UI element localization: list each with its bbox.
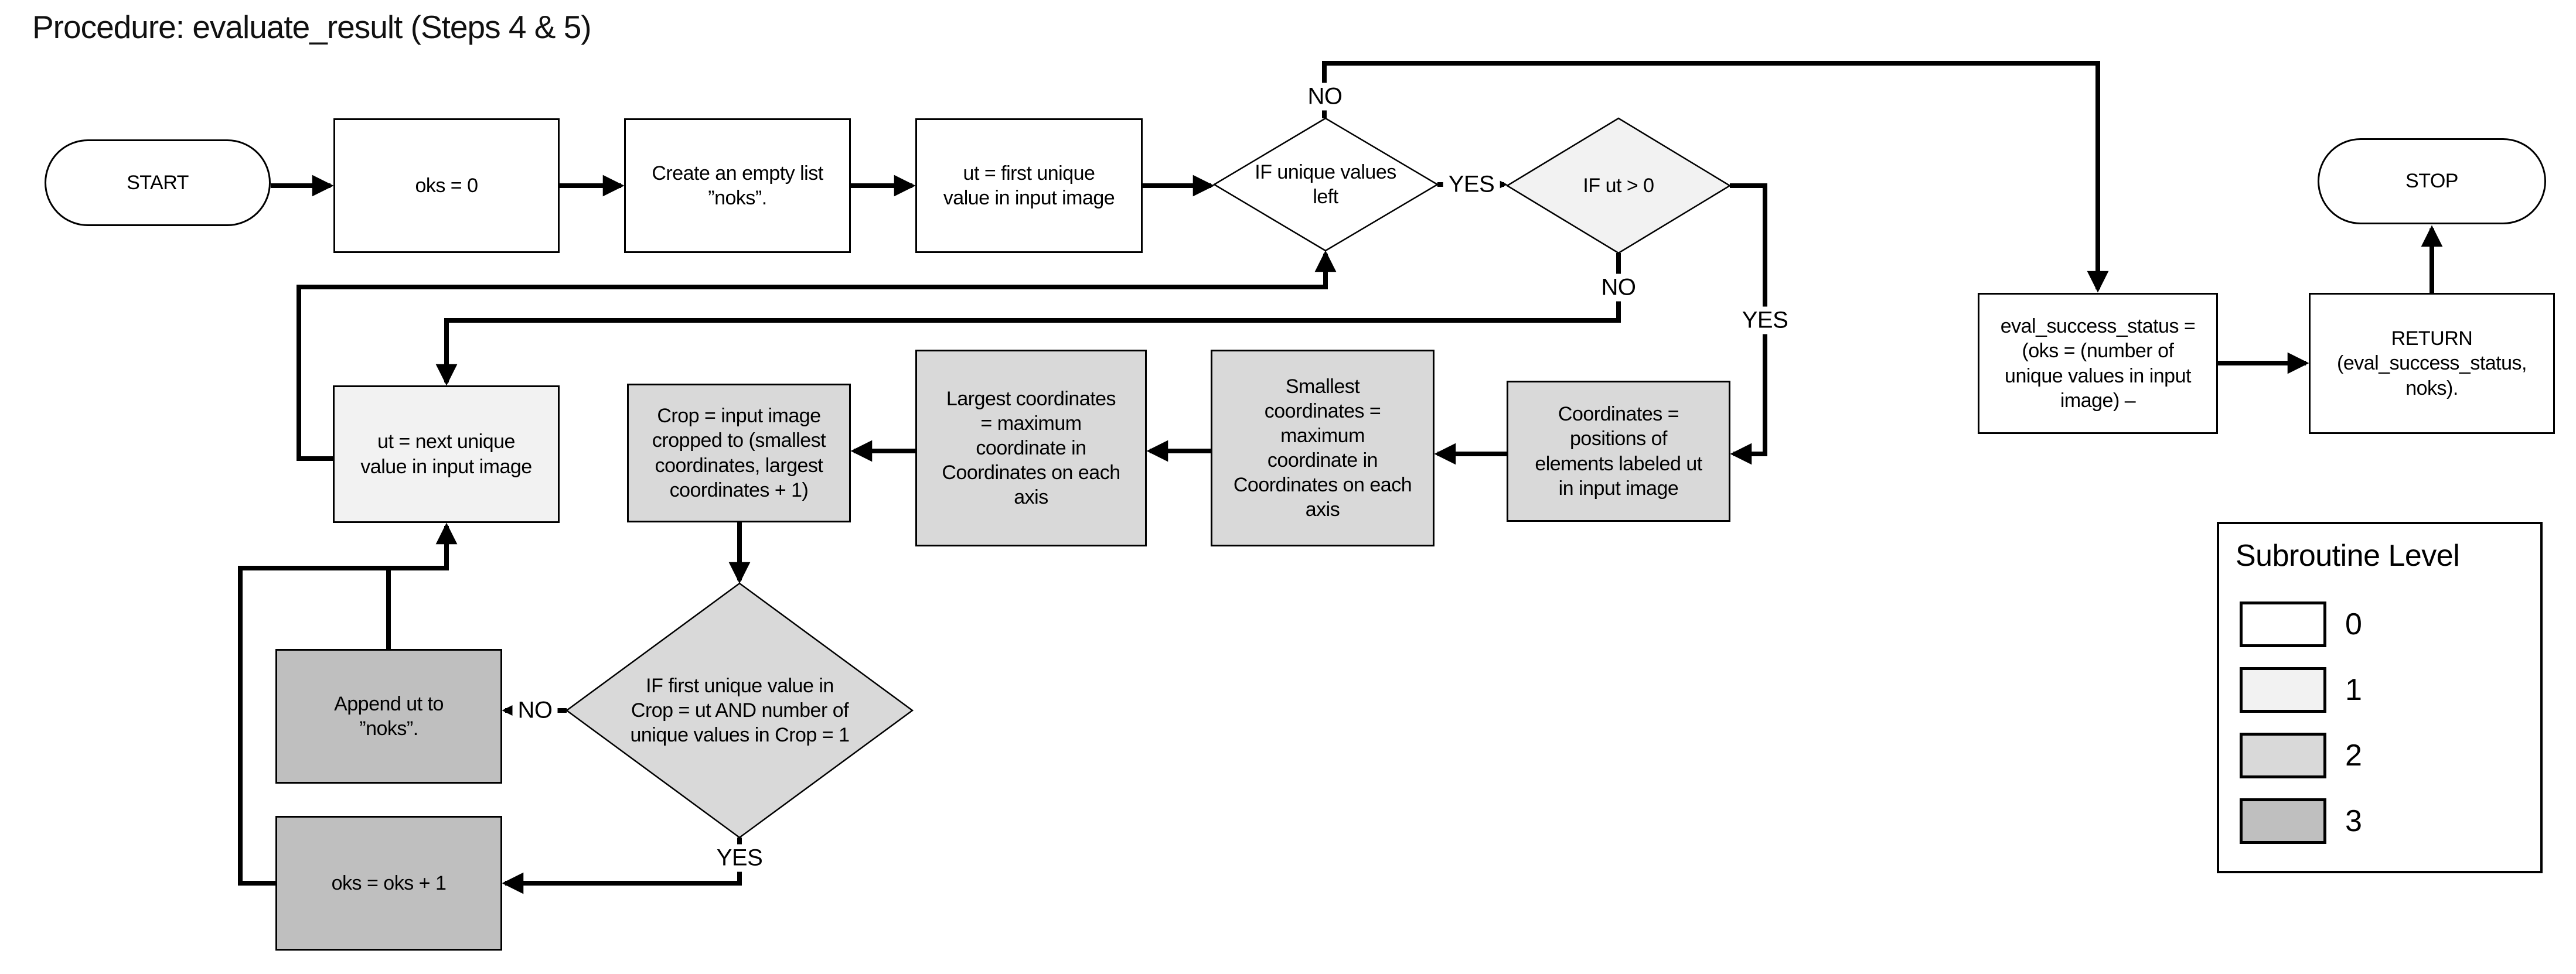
decision-text-if-ut-gt-0: IF ut > 0 — [1583, 174, 1654, 197]
node-coordinates: Coordinates = positions of elements labe… — [1507, 381, 1730, 522]
page-title: Procedure: evaluate_result (Steps 4 & 5) — [32, 9, 592, 45]
legend-swatch-level-3 — [2240, 798, 2326, 844]
branch-label-no-crop-check: NO — [512, 696, 558, 724]
legend-label-level-2: 2 — [2345, 739, 2362, 773]
node-eval-status: eval_success_status = (oks = (number of … — [1978, 293, 2218, 434]
legend-label-level-0: 0 — [2345, 607, 2362, 641]
node-append-noks: Append ut to ”noks”. — [275, 649, 502, 784]
node-smallest-coordinates: Smallest coordinates = maximum coordinat… — [1211, 350, 1434, 546]
branch-label-yes-crop-check: YES — [711, 844, 768, 872]
edge-utnext-to-ifunique — [297, 250, 1337, 461]
node-ut-first: ut = first unique value in input image — [915, 118, 1143, 253]
node-stop: STOP — [2318, 138, 2546, 224]
branch-label-no-unique-left: NO — [1302, 83, 1348, 111]
node-crop: Crop = input image cropped to (smallest … — [627, 384, 851, 522]
legend-swatch-level-2 — [2240, 733, 2326, 778]
decision-if-crop-check — [565, 582, 914, 839]
legend-label-level-3: 3 — [2345, 804, 2362, 838]
decision-if-unique-values-left — [1212, 117, 1439, 252]
node-return: RETURN (eval_success_status, noks). — [2309, 293, 2555, 434]
node-largest-coordinates: Largest coordinates = maximum coordinate… — [915, 350, 1147, 546]
node-oks-increment: oks = oks + 1 — [275, 816, 502, 951]
node-ut-next: ut = next unique value in input image — [333, 385, 560, 523]
edge-ifcrop-yes — [502, 838, 742, 894]
legend-title: Subroutine Level — [2236, 539, 2460, 573]
node-oks-zero: oks = 0 — [333, 118, 560, 253]
legend-swatch-level-1 — [2240, 667, 2326, 713]
node-create-noks: Create an empty list ”noks”. — [624, 118, 851, 253]
legend: Subroutine Level 0 1 2 3 — [2217, 522, 2543, 873]
edge-oksinc-to-utnext — [238, 522, 458, 886]
decision-text-if-crop-check: IF first unique value in Crop = ut AND n… — [630, 674, 850, 747]
legend-label-level-1: 1 — [2345, 673, 2362, 707]
branch-label-yes-unique-left: YES — [1443, 170, 1500, 199]
legend-swatch-level-0 — [2240, 602, 2326, 647]
branch-label-no-ut-gt-0: NO — [1596, 274, 1641, 302]
node-start: START — [45, 139, 271, 226]
decision-text-if-unique-values-left: IF unique values left — [1255, 160, 1396, 208]
branch-label-yes-ut-gt-0: YES — [1736, 306, 1794, 334]
decision-if-ut-gt-0 — [1505, 117, 1732, 254]
